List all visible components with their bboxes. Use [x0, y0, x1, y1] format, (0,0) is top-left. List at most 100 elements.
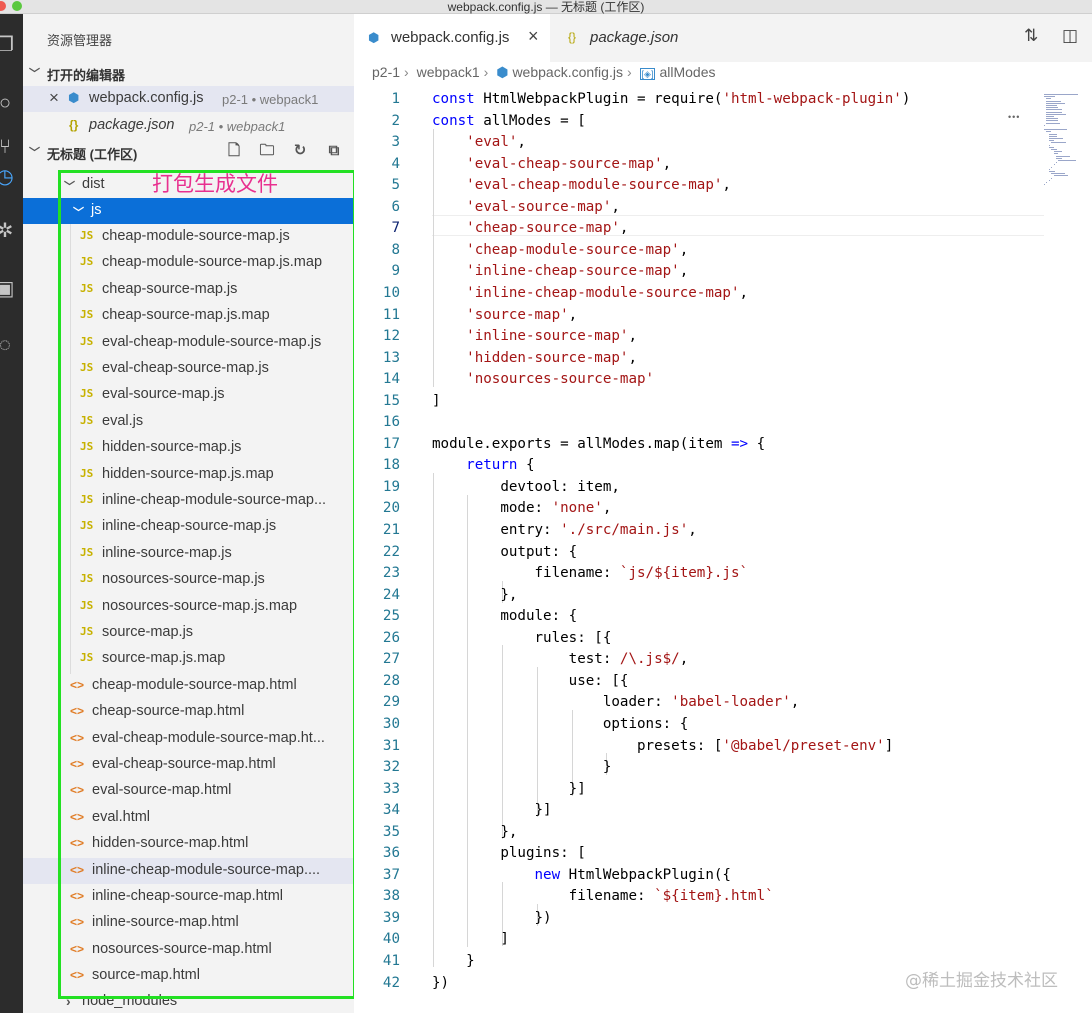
tree-file-html[interactable]: <>inline-cheap-source-map.html — [23, 884, 354, 910]
refresh-icon[interactable]: ↻ — [293, 142, 307, 159]
code-line[interactable]: 26 rules: [{ — [354, 630, 1092, 652]
code-line[interactable]: 22 output: { — [354, 544, 1092, 566]
code-line[interactable]: 25 module: { — [354, 608, 1092, 630]
code-line[interactable]: 21 entry: './src/main.js', — [354, 522, 1092, 544]
extensions-icon[interactable]: ▣ — [0, 278, 15, 300]
tree-file-html[interactable]: <>nosources-source-map.html — [23, 937, 354, 963]
debug-icon[interactable]: ✲ — [0, 220, 14, 242]
tree-file-html[interactable]: <>source-map.html — [23, 963, 354, 989]
close-icon[interactable]: × — [49, 88, 59, 107]
collapse-all-icon[interactable]: ⧉ — [328, 142, 340, 159]
code-line[interactable]: 38 filename: `${item}.html` — [354, 888, 1092, 910]
breadcrumb-item[interactable]: webpack1 — [416, 64, 480, 80]
new-file-icon[interactable]: 🗋 — [227, 142, 241, 159]
code-line[interactable]: 13 'hidden-source-map', — [354, 350, 1092, 372]
tree-file-html[interactable]: <>hidden-source-map.html — [23, 831, 354, 857]
code-line[interactable]: 37 new HtmlWebpackPlugin({ — [354, 867, 1092, 889]
tab-package-json[interactable]: {} package.json — [550, 14, 715, 62]
code-line[interactable]: 7 'cheap-source-map', — [354, 220, 1092, 242]
code-line[interactable]: 32 } — [354, 759, 1092, 781]
code-line[interactable]: 4 'eval-cheap-source-map', — [354, 156, 1092, 178]
code-line[interactable]: 5 'eval-cheap-module-source-map', — [354, 177, 1092, 199]
tab-webpack-config[interactable]: ⬢ webpack.config.js × — [354, 14, 550, 62]
code-line[interactable]: 8 'cheap-module-source-map', — [354, 242, 1092, 264]
tree-file-html[interactable]: <>eval-source-map.html — [23, 778, 354, 804]
code-line[interactable]: 36 plugins: [ — [354, 845, 1092, 867]
code-line[interactable]: 19 devtool: item, — [354, 479, 1092, 501]
tree-file-html[interactable]: <>eval-cheap-module-source-map.ht... — [23, 726, 354, 752]
zoom-window-button[interactable] — [12, 1, 22, 11]
code-line[interactable]: 23 filename: `js/${item}.js` — [354, 565, 1092, 587]
tree-file-html[interactable]: <>cheap-source-map.html — [23, 699, 354, 725]
code-line[interactable]: 27 test: /\.js$/, — [354, 651, 1092, 673]
code-line[interactable]: 16 — [354, 414, 1092, 436]
code-line[interactable]: 34 }] — [354, 802, 1092, 824]
code-line[interactable]: 31 presets: ['@babel/preset-env'] — [354, 738, 1092, 760]
compare-changes-icon[interactable]: ⇅ — [1024, 26, 1039, 45]
timeline-icon[interactable]: ◷ — [0, 166, 14, 188]
code-line[interactable]: 20 mode: 'none', — [354, 500, 1092, 522]
remote-icon[interactable]: ◌ — [0, 334, 11, 356]
code-line[interactable]: 42}) — [354, 975, 1092, 997]
code-line[interactable]: 9 'inline-cheap-source-map', — [354, 263, 1092, 285]
code-line[interactable]: 24 }, — [354, 587, 1092, 609]
code-line[interactable]: 30 options: { — [354, 716, 1092, 738]
new-folder-icon[interactable]: 🗀 — [259, 142, 275, 159]
code-line[interactable]: 33 }] — [354, 781, 1092, 803]
open-editor-package-json[interactable]: {} package.json p2-1 • webpack1 — [23, 113, 354, 139]
code-line[interactable]: 12 'inline-source-map', — [354, 328, 1092, 350]
tree-file-html[interactable]: <>inline-source-map.html — [23, 910, 354, 936]
code-line[interactable]: 39 }) — [354, 910, 1092, 932]
open-editors-header[interactable]: ﹀ 打开的编辑器 — [23, 60, 354, 86]
code-line[interactable]: 28 use: [{ — [354, 673, 1092, 695]
code-line[interactable]: 10 'inline-cheap-module-source-map', — [354, 285, 1092, 307]
open-editor-webpack-config[interactable]: × ⬢ webpack.config.js p2-1 • webpack1 — [23, 86, 354, 112]
code-line[interactable]: 18 return { — [354, 457, 1092, 479]
tree-file-html[interactable]: <>eval-cheap-source-map.html — [23, 752, 354, 778]
workspace-header[interactable]: ﹀ 无标题 (工作区) 🗋 🗀 ↻ ⧉ — [23, 139, 354, 165]
tree-folder-dist[interactable]: ﹀ dist — [23, 172, 354, 198]
code-line[interactable]: 15] — [354, 393, 1092, 415]
breadcrumb-item[interactable]: p2-1 — [372, 64, 401, 80]
code-line[interactable]: 6 'eval-source-map', — [354, 199, 1092, 221]
tree-folder-js[interactable]: ﹀ js — [23, 198, 354, 224]
minimap[interactable] — [1044, 94, 1092, 194]
close-window-button[interactable] — [0, 1, 6, 11]
tree-file-html[interactable]: <>cheap-module-source-map.html — [23, 673, 354, 699]
code-line[interactable]: 3 'eval', — [354, 134, 1092, 156]
breadcrumb-item[interactable]: webpack.config.js — [512, 64, 623, 80]
code-line[interactable]: 40 ] — [354, 931, 1092, 953]
explorer-icon[interactable]: ❐ — [0, 34, 14, 56]
split-editor-icon[interactable]: ◫ — [1062, 26, 1079, 45]
tree-file-html[interactable]: <>eval.html — [23, 805, 354, 831]
code-line[interactable]: 35 }, — [354, 824, 1092, 846]
tree-file-html[interactable]: <>inline-cheap-module-source-map.... — [23, 857, 354, 884]
code-line[interactable]: 29 loader: 'babel-loader', — [354, 694, 1092, 716]
close-icon[interactable]: × — [528, 26, 539, 46]
search-icon[interactable]: ○ — [0, 92, 12, 114]
code-line[interactable]: 41 } — [354, 953, 1092, 975]
code-line[interactable]: 11 'source-map', — [354, 307, 1092, 329]
code-line[interactable]: 14 'nosources-source-map' — [354, 371, 1092, 393]
source-control-icon[interactable]: ⑂ — [0, 136, 11, 158]
breadcrumb-item[interactable]: allModes — [659, 64, 716, 80]
